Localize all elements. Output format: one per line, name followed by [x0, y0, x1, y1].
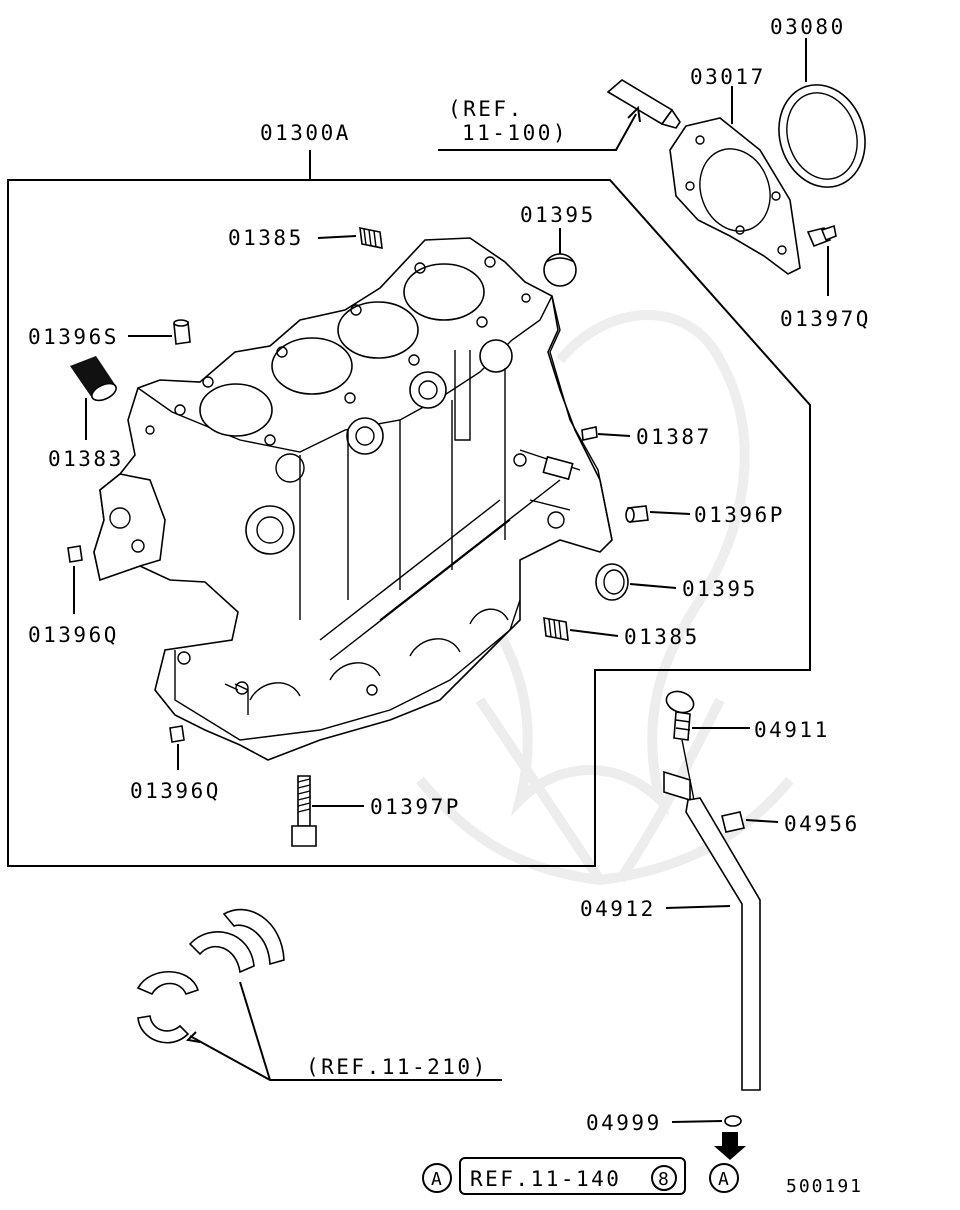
bolt-p — [291, 775, 317, 847]
label-plug-mid: 01385 — [624, 625, 700, 649]
label-cap-mid: 01395 — [682, 577, 758, 601]
pin-1387 — [581, 426, 598, 441]
label-plug-top: 01385 — [228, 226, 304, 250]
label-dowel-q-bottom: 01396Q — [130, 779, 221, 803]
marker-right: A — [718, 1169, 731, 1190]
oil-level-guide — [663, 770, 761, 1091]
leader-lines — [73, 38, 829, 1160]
label-bolt-p: 01397P — [370, 795, 461, 819]
cap-plug-top — [543, 253, 577, 287]
ref-bearings: (REF.11-210) — [306, 1055, 488, 1079]
figure-number: 500191 — [786, 1176, 863, 1197]
label-gauge: 04911 — [754, 718, 830, 742]
ref-sealant-line1: (REF. — [448, 97, 524, 121]
part-labels: 01300A 01385 01395 01396S 01383 01387 01… — [28, 15, 871, 1135]
dowel-s — [173, 319, 191, 345]
cap-plug-mid — [595, 563, 629, 601]
bolt-gauge-guide — [721, 811, 745, 833]
oil-level-gauge — [665, 690, 695, 801]
ref-oil-pan-label: REF.11-140 — [470, 1167, 621, 1191]
label-pin-1387: 01387 — [636, 425, 712, 449]
label-bolt-gauge: 04956 — [784, 812, 860, 836]
sealant-tube-icon — [606, 79, 681, 129]
oil-seal — [778, 84, 866, 188]
sleeve-part — [70, 356, 117, 402]
label-bolt-q: 01397Q — [780, 307, 871, 331]
label-oil-seal: 03080 — [770, 15, 846, 39]
label-sleeve: 01383 — [48, 447, 124, 471]
dowel-q-bottom — [169, 725, 185, 743]
ref-oil-pan-box: A REF.11-140 8 A — [422, 1157, 739, 1195]
label-block-assembly: 01300A — [260, 121, 351, 145]
label-dowel-s: 01396S — [28, 325, 119, 349]
seal-case — [669, 117, 801, 275]
ref-sealant-line2: 11-100) — [462, 121, 568, 145]
cylinder-block — [93, 237, 613, 761]
dowel-q-left — [67, 545, 83, 563]
dowel-p — [625, 505, 649, 523]
label-o-ring: 04999 — [586, 1111, 662, 1135]
bearing-inserts — [136, 908, 285, 1044]
o-ring — [724, 1115, 742, 1127]
label-seal-case: 03017 — [690, 65, 766, 89]
deck-holes — [145, 256, 531, 446]
assembly-frame — [7, 179, 811, 867]
label-guide: 04912 — [580, 897, 656, 921]
ref-oil-pan-circle: 8 — [658, 1169, 671, 1190]
bolt-q — [806, 224, 837, 248]
label-cap-top: 01395 — [520, 203, 596, 227]
label-dowel-p: 01396P — [694, 503, 785, 527]
expansion-plug-mid — [543, 617, 569, 641]
expansion-plug-top — [359, 226, 383, 250]
label-dowel-q-left: 01396Q — [28, 623, 119, 647]
marker-left: A — [431, 1169, 444, 1190]
